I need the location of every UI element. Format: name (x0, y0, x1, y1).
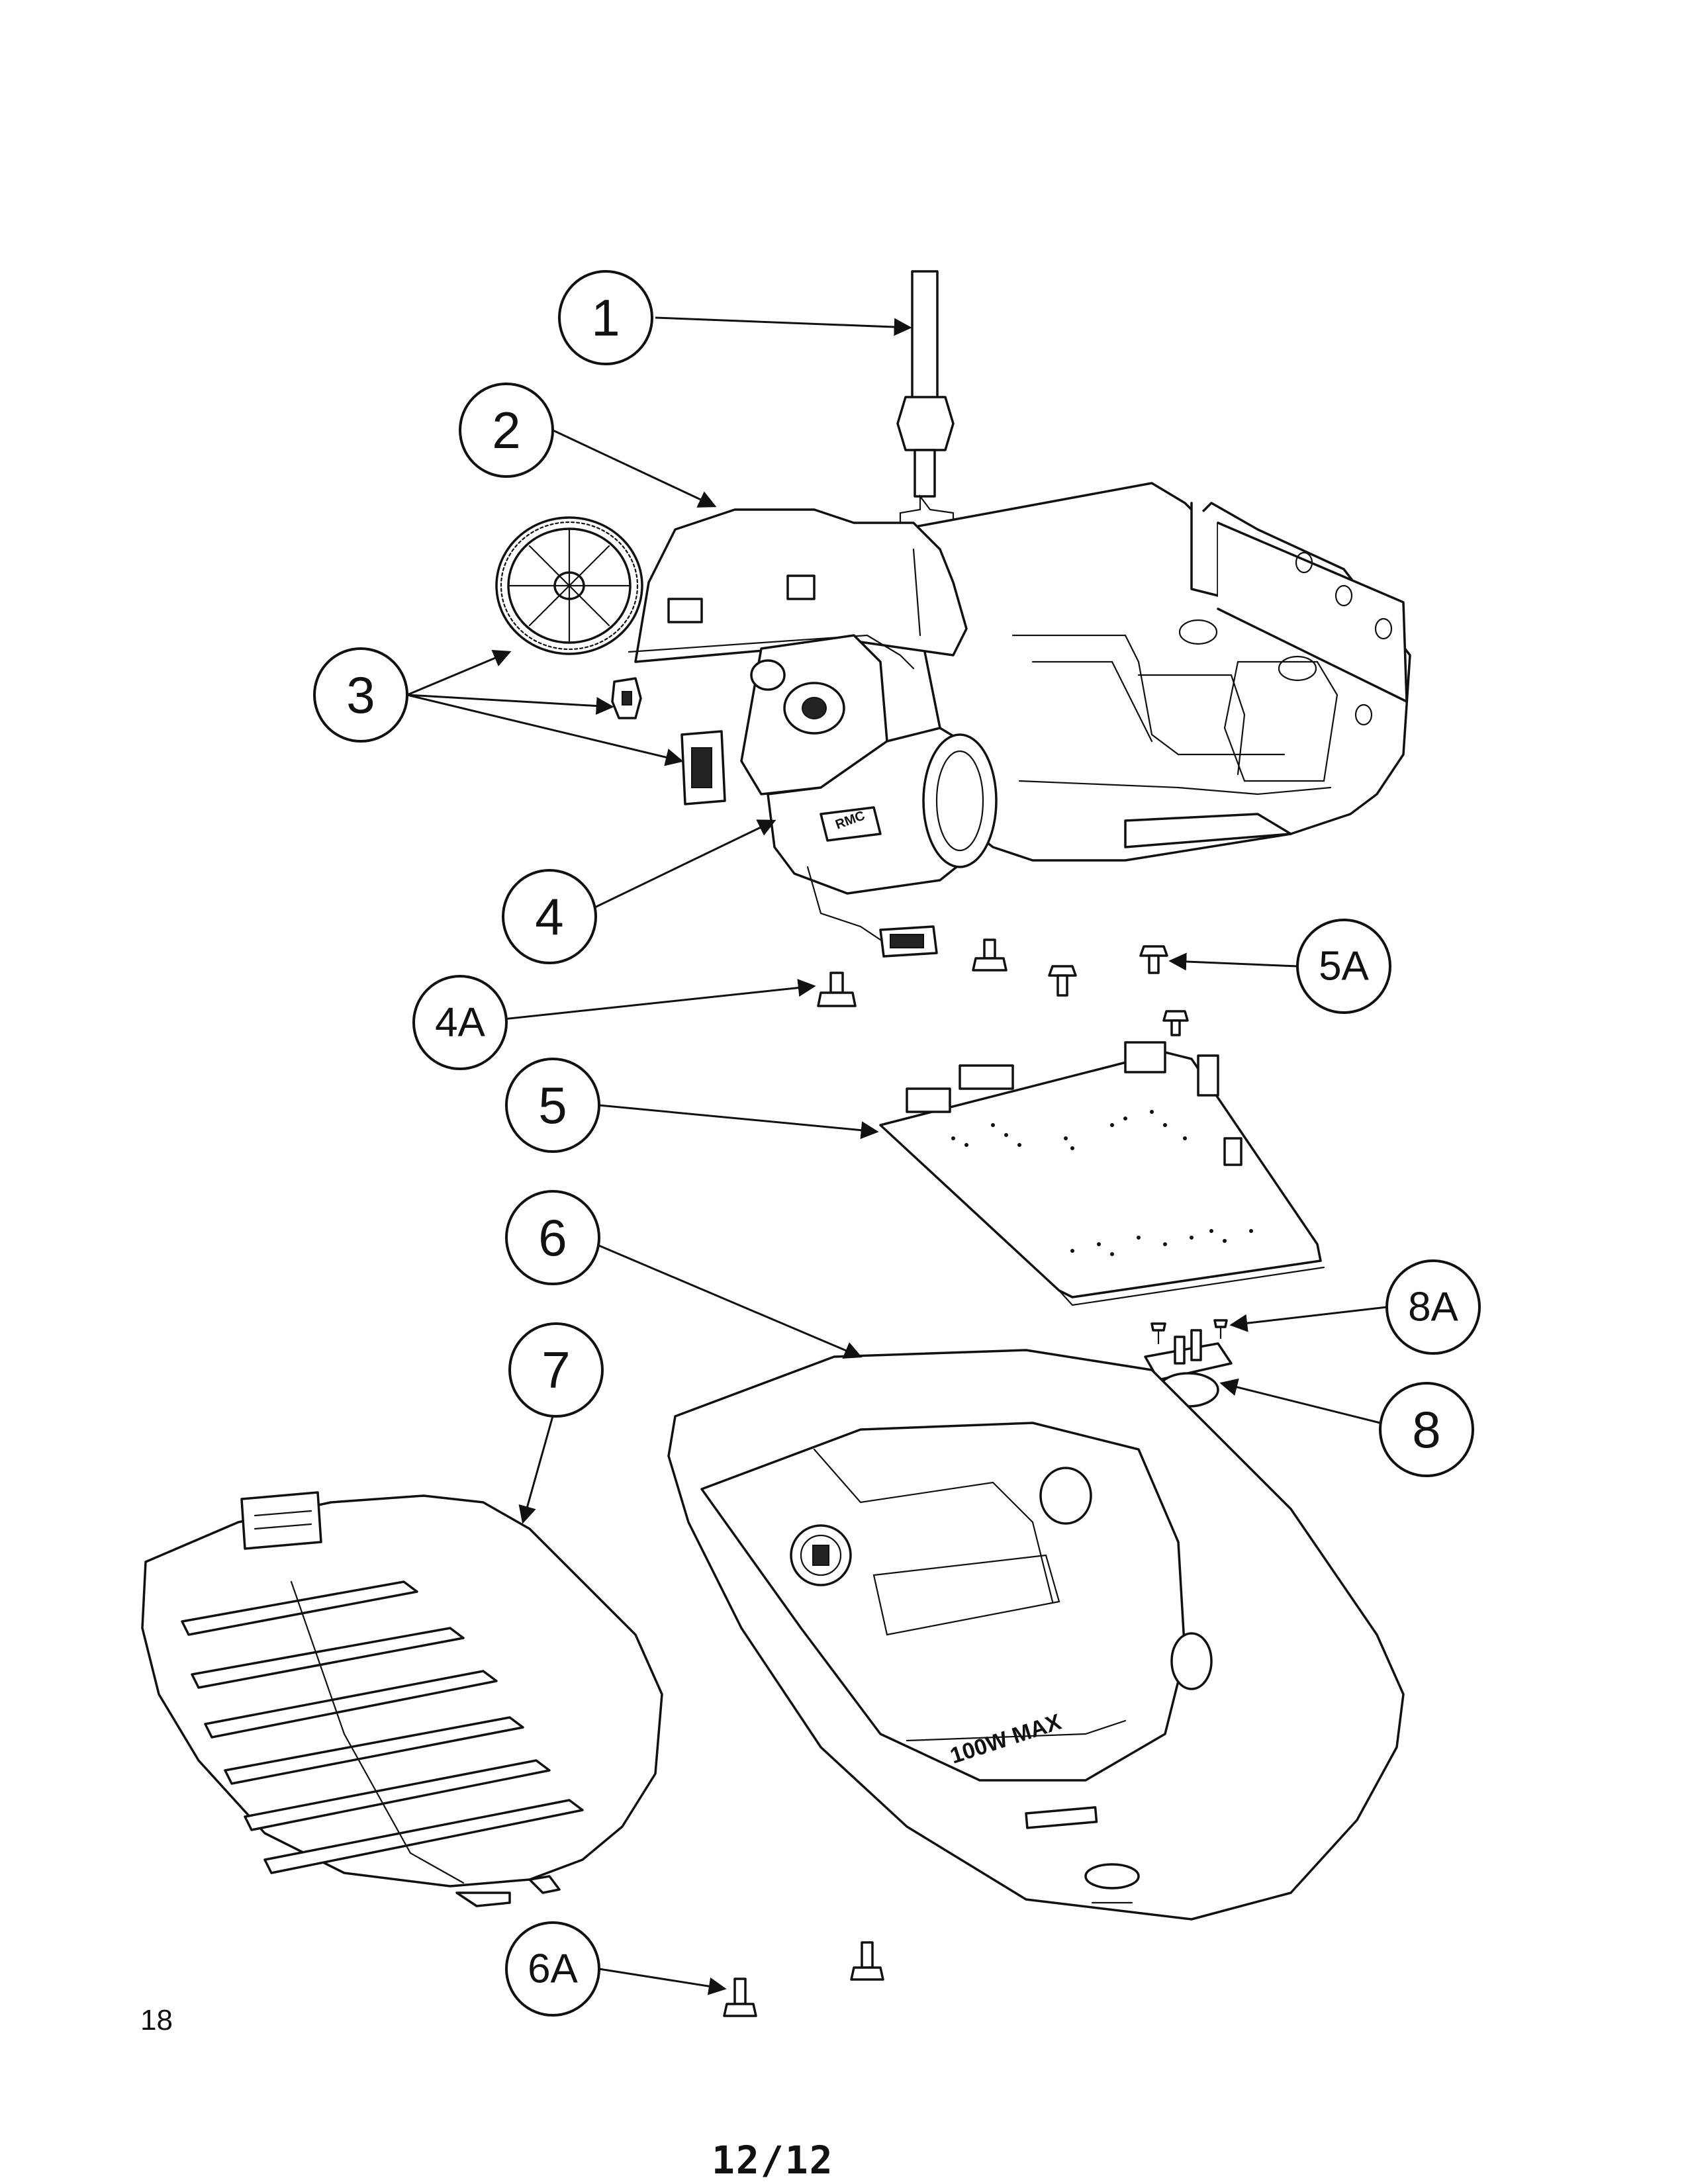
svg-text:8: 8 (1412, 1400, 1440, 1459)
callout-8a: 8A (1385, 1259, 1481, 1355)
svg-text:7: 7 (541, 1341, 570, 1399)
part-4-motor: RMC (740, 634, 998, 958)
screw-5a-3 (1139, 945, 1168, 974)
screw-8a-2 (1213, 1319, 1228, 1340)
screw-5a-2 (1048, 965, 1077, 997)
callout-5: 5 (505, 1058, 600, 1153)
svg-text:5: 5 (538, 1076, 567, 1134)
svg-text:8A: 8A (1408, 1285, 1458, 1330)
screw-5a-4 (1162, 1010, 1189, 1036)
svg-text:1: 1 (591, 289, 620, 347)
callout-6a: 6A (505, 1921, 600, 2017)
part-5-logic-board (879, 1041, 1325, 1306)
chassis-frame (899, 482, 1411, 862)
callout-2: 2 (459, 383, 554, 478)
screw-5a-1 (972, 938, 1008, 972)
callout-3: 3 (313, 647, 408, 743)
svg-text:6: 6 (538, 1208, 567, 1267)
screw-8a-1 (1150, 1322, 1166, 1345)
callout-8: 8 (1379, 1382, 1474, 1477)
part-3-limit-switch-lower (680, 730, 726, 805)
screw-4a (817, 972, 857, 1007)
part-7-lens-cover (141, 1491, 663, 1907)
callout-5a: 5A (1296, 919, 1391, 1014)
part-6-main-cover: 100W MAX (667, 1349, 1405, 1921)
part-3-drive-gear (495, 516, 643, 655)
callout-6: 6 (505, 1190, 600, 1285)
svg-text:5A: 5A (1319, 944, 1369, 989)
callout-1: 1 (558, 270, 653, 365)
svg-text:4A: 4A (435, 1000, 485, 1046)
screw-6a-1 (723, 1978, 757, 2017)
callout-4a: 4A (412, 975, 508, 1070)
leader-lines (406, 316, 1387, 1995)
svg-text:3: 3 (346, 666, 375, 724)
callout-4: 4 (502, 869, 597, 964)
screw-6a-2 (850, 1941, 884, 1981)
svg-text:6A: 6A (528, 1946, 578, 1992)
part-2-gear-housing (628, 508, 968, 670)
callout-7: 7 (508, 1322, 604, 1418)
page-number: 18 (140, 2004, 173, 2036)
sheet-number: 12/12 (712, 2138, 834, 2183)
svg-text:4: 4 (535, 887, 563, 946)
svg-text:2: 2 (492, 401, 520, 459)
part-3-limit-switch-upper (611, 677, 642, 719)
part-1-rail-boot (896, 270, 955, 531)
